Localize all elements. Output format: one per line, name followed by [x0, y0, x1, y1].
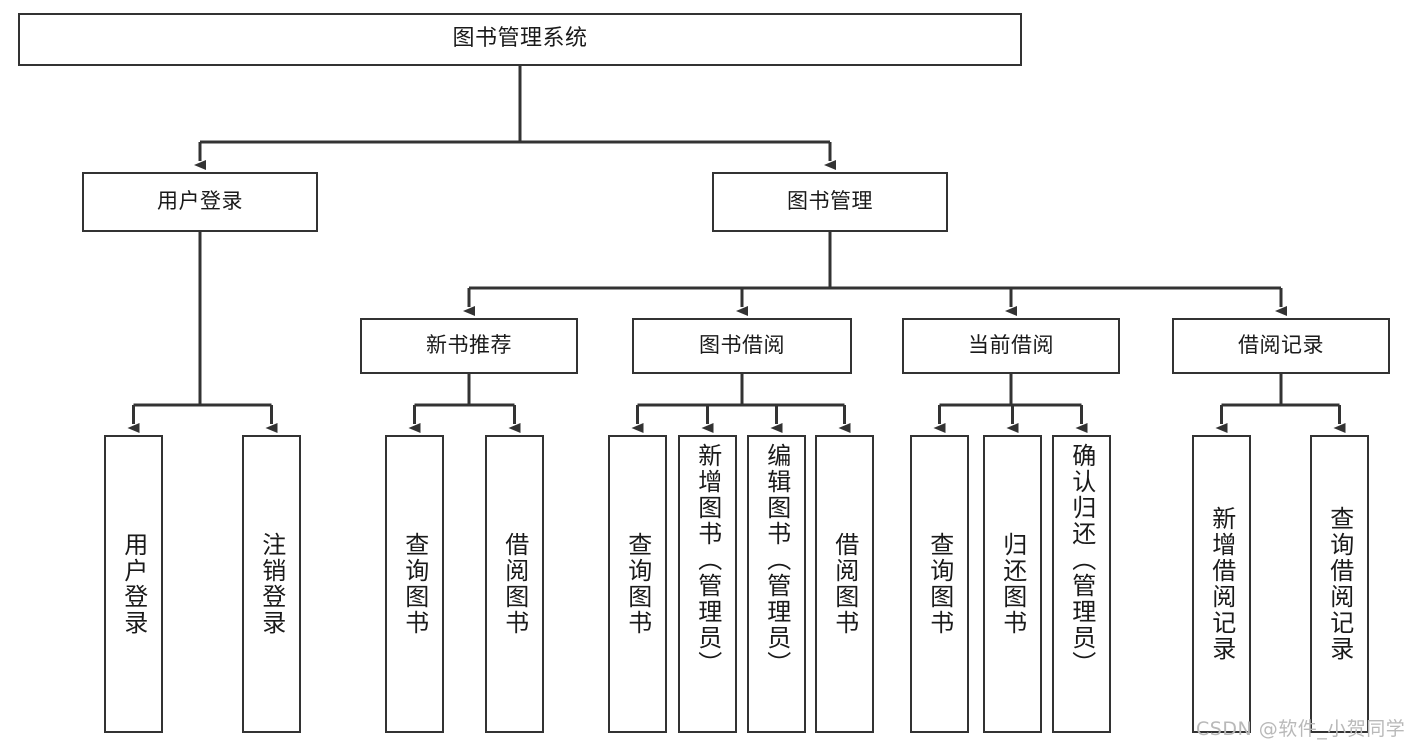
node-l13[interactable]: 查询借阅记录	[1310, 435, 1369, 733]
node-label: 借阅图书	[830, 532, 859, 636]
node-l3[interactable]: 查询图书	[385, 435, 444, 733]
node-label: 注销登录	[257, 532, 286, 636]
node-bookmgmt[interactable]: 图书管理	[712, 172, 948, 232]
node-current[interactable]: 当前借阅	[902, 318, 1120, 374]
node-l4[interactable]: 借阅图书	[485, 435, 544, 733]
node-label: 查询图书	[623, 532, 652, 636]
node-label: 当前借阅	[968, 333, 1054, 358]
node-label: 图书管理	[787, 189, 873, 214]
node-label: 用户登录	[157, 189, 243, 214]
node-label: 查询图书	[400, 532, 429, 636]
node-label: 查询借阅记录	[1325, 506, 1354, 662]
node-l7[interactable]: 编辑图书（管理员）	[747, 435, 806, 733]
node-label: 新增借阅记录	[1207, 506, 1236, 662]
node-root[interactable]: 图书管理系统	[18, 13, 1022, 66]
node-records[interactable]: 借阅记录	[1172, 318, 1390, 374]
node-label: 借阅图书	[500, 532, 529, 636]
node-label: 用户登录	[119, 532, 148, 636]
node-label: 图书借阅	[699, 333, 785, 358]
node-l11[interactable]: 确认归还（管理员）	[1052, 435, 1111, 733]
node-l2[interactable]: 注销登录	[242, 435, 301, 733]
node-label: 借阅记录	[1238, 333, 1324, 358]
node-label: 查询图书	[925, 532, 954, 636]
node-login[interactable]: 用户登录	[82, 172, 318, 232]
node-l9[interactable]: 查询图书	[910, 435, 969, 733]
node-label: 图书管理系统	[452, 26, 588, 52]
node-label: 归还图书	[998, 532, 1027, 636]
node-l6[interactable]: 新增图书（管理员）	[678, 435, 737, 733]
node-l8[interactable]: 借阅图书	[815, 435, 874, 733]
node-newbook[interactable]: 新书推荐	[360, 318, 578, 374]
node-borrow[interactable]: 图书借阅	[632, 318, 852, 374]
node-l12[interactable]: 新增借阅记录	[1192, 435, 1251, 733]
node-label: 编辑图书（管理员）	[762, 443, 791, 677]
node-label: 新增图书（管理员）	[693, 443, 722, 677]
node-l1[interactable]: 用户登录	[104, 435, 163, 733]
node-label: 确认归还（管理员）	[1067, 443, 1096, 677]
watermark-text: CSDN @软件_小贺同学	[1196, 718, 1405, 740]
node-l10[interactable]: 归还图书	[983, 435, 1042, 733]
node-label: 新书推荐	[426, 333, 512, 358]
node-l5[interactable]: 查询图书	[608, 435, 667, 733]
